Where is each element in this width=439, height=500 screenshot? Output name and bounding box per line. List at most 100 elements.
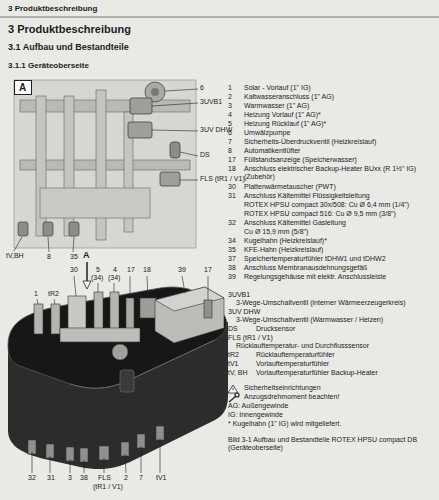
callout-number: 1	[34, 290, 38, 298]
legend-item: 2	[228, 93, 232, 101]
callout-number: DS	[200, 151, 210, 159]
drawing-part	[156, 426, 164, 440]
drawing-part	[18, 222, 28, 236]
callout-number: A	[83, 250, 90, 261]
drawing-part	[204, 300, 212, 318]
drawing-part	[152, 103, 198, 106]
drawing-part	[137, 434, 145, 448]
callout-number: 4	[113, 266, 117, 274]
legend-item: tR2	[228, 351, 239, 359]
callout-number: 30	[70, 266, 78, 274]
drawing-part	[51, 304, 60, 334]
legend-item: Solar - Vorlauf (1" IG)	[244, 84, 434, 92]
drawing-part	[155, 287, 224, 343]
callout-number: (34)	[91, 274, 103, 282]
legend-item: Vorlauftemperaturfühler Backup-Heater	[256, 369, 378, 377]
drawing-part	[208, 276, 209, 300]
legend-item: Anschluss Kältemittel Gasleitung	[244, 219, 434, 227]
legend-item: 4	[228, 111, 232, 119]
drawing-part	[112, 344, 128, 360]
heading: 3.1.1 Geräteoberseite	[8, 61, 89, 71]
wrench-symbol	[229, 393, 239, 402]
drawing-part	[114, 283, 115, 292]
legend-text: Anzugsdrehmoment beachten!	[244, 393, 339, 401]
legend-item: Warmwasser (1" AG)	[244, 102, 434, 110]
callout-number: FLS (tR1 / V1)	[200, 175, 245, 183]
drawing-part	[182, 276, 185, 293]
drawing-part	[121, 442, 129, 456]
legend-item: Speichertemperaturfühler tDHW1 und tDHW2	[244, 255, 434, 263]
drawing-part	[147, 276, 148, 298]
drawing-part	[70, 459, 71, 473]
drawing-part	[32, 452, 33, 473]
drawing-part	[130, 276, 131, 298]
drawing-part	[54, 299, 55, 304]
drawing-part	[37, 299, 38, 304]
legend-item: tV, BH	[228, 369, 248, 377]
drawing-part	[43, 222, 53, 236]
drawing-part	[104, 458, 105, 473]
callout-number: 32	[28, 474, 36, 482]
drawing-part	[48, 237, 49, 252]
legend-item: Rücklauftemperaturfühler	[256, 351, 335, 359]
drawing-part	[40, 188, 150, 218]
drawing-part	[180, 180, 198, 181]
legend-item: Cu Ø 15,9 mm (5/8")	[244, 228, 434, 236]
drawing-part	[8, 287, 227, 388]
drawing-part	[66, 447, 74, 461]
legend-item: Vorlauftemperaturfühler	[256, 360, 329, 368]
legend-symbols	[228, 385, 239, 402]
legend-item: 6	[228, 129, 232, 137]
drawing-part	[34, 304, 43, 334]
header-rule	[0, 17, 439, 18]
legend-item: 39	[228, 273, 236, 281]
legend-item: Kaltwasseranschluss (1" AG)	[244, 93, 434, 101]
legend-item: Plattenwärmetauscher (PWT)	[244, 183, 434, 191]
drawing-part	[74, 276, 76, 296]
warning-triangle	[228, 385, 238, 393]
drawing-part	[80, 448, 88, 462]
legend-text: Sicherheitseinrichtungen	[244, 384, 321, 392]
legend-item: 8	[228, 147, 232, 155]
callout-number: tV,BH	[6, 252, 24, 260]
drawing-part	[165, 89, 198, 91]
callout-number: 17	[127, 266, 135, 274]
legend-item: Anschluss Membranausdehnungsgefäß	[244, 264, 434, 272]
legend-item: 38	[228, 264, 236, 272]
callout-number: 2	[124, 474, 128, 482]
callout-number: 3UV DHW	[200, 126, 232, 134]
legend-item: 1	[228, 84, 232, 92]
drawing-part	[235, 393, 239, 397]
callout-number: 3	[68, 474, 72, 482]
drawing-part	[69, 222, 79, 236]
drawing-part	[46, 444, 54, 458]
storage-tank	[8, 276, 228, 473]
callout-number: (tR1 / V1)	[93, 483, 123, 491]
legend-item: 30	[228, 183, 236, 191]
drawing-part	[170, 142, 180, 158]
drawing-part	[60, 328, 140, 342]
legend-item: * Kugelhahn (1" IG) wird mitgeliefert.	[228, 420, 341, 428]
callout-number: 39	[178, 266, 186, 274]
callout-number: 17	[204, 266, 212, 274]
callout-number: 8	[47, 253, 51, 261]
legend-item: Umwälzpumpe	[244, 129, 434, 137]
leader-lines-bottom	[32, 438, 160, 473]
drawing-part	[14, 237, 22, 251]
drawing-part	[160, 172, 180, 186]
callout-number: tR2	[48, 290, 59, 298]
legend-item: ROTEX HPSU compact 516: Cu Ø 9,5 mm (3/8…	[244, 210, 434, 218]
drawing-part	[34, 287, 224, 360]
callout-number: 5	[96, 266, 100, 274]
legend-item: Kugelhahn (Heizkreislauf)*	[244, 237, 434, 245]
legend-item: 7	[228, 138, 232, 146]
heading: 3 Produktbeschreibung	[8, 4, 97, 14]
legend-item: IG: Innengewinde	[228, 411, 283, 419]
heading: 3.1 Aufbau und Bestandteile	[8, 42, 129, 53]
legend-item: 35	[228, 246, 236, 254]
figure-caption: Bild 3-1 Aufbau und Bestandteile ROTEX H…	[228, 436, 428, 453]
callout-number: FLS	[98, 474, 111, 482]
section-heading: 3 Produktbeschreibung	[8, 23, 131, 36]
legend-item: KFE-Hahn (Heizkreislauf)	[244, 246, 434, 254]
